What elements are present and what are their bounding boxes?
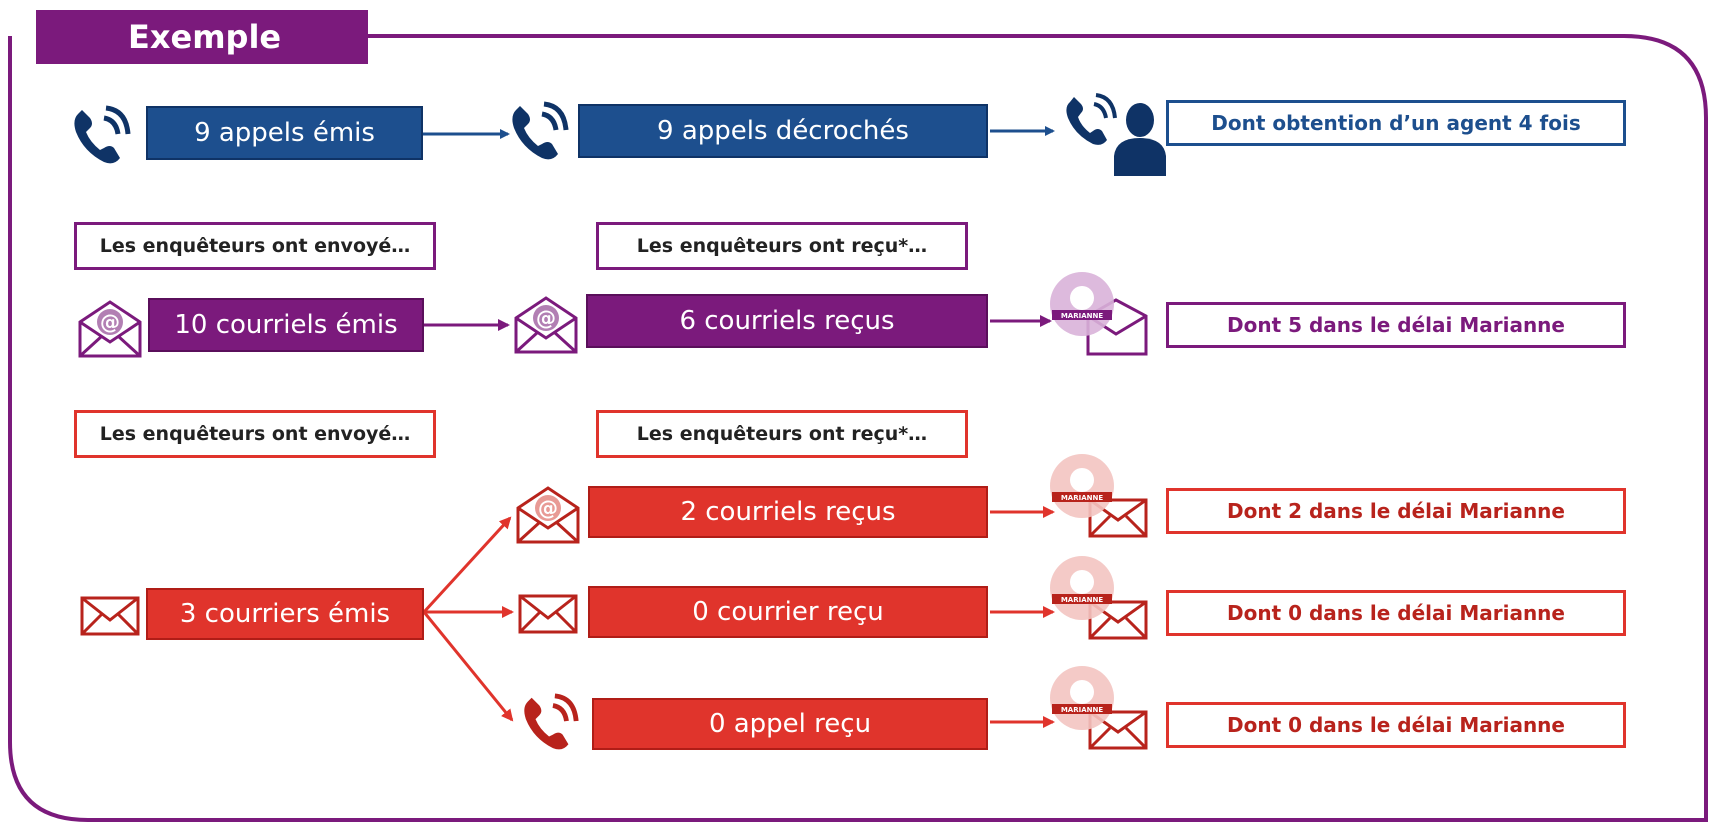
phone-icon [512,101,569,160]
arrow-mail-branch-1 [422,516,512,614]
svg-text:MARIANNE: MARIANNE [1061,312,1104,320]
arrow-mail-branch-3 [422,611,514,722]
label-received: Les enquêteurs ont reçu*… [596,222,968,270]
emails-received-box: 6 courriels reçus [586,294,988,348]
email-at-icon: @ [78,300,142,358]
label-sent: Les enquêteurs ont envoyé… [74,410,436,458]
agent-result-box: Dont obtention d’un agent 4 fois [1166,100,1626,146]
phone-icon [524,693,579,750]
svg-text:MARIANNE: MARIANNE [1061,596,1104,604]
envelope-icon [80,596,140,636]
title-tab: Exemple [36,10,368,64]
branch-received-box: 0 courrier reçu [588,586,988,638]
mail-emitted-box: 3 courriers émis [146,588,424,640]
branch-result-box: Dont 0 dans le délai Marianne [1166,702,1626,748]
label-sent: Les enquêteurs ont envoyé… [74,222,436,270]
svg-text:@: @ [100,310,120,334]
branch-result-box: Dont 0 dans le délai Marianne [1166,590,1626,636]
email-result-box: Dont 5 dans le délai Marianne [1166,302,1626,348]
marianne-seal-icon: MARIANNE [1050,272,1148,356]
svg-text:@: @ [536,306,556,330]
marianne-seal-icon: MARIANNE [1050,666,1148,750]
calls-emitted-box: 9 appels émis [146,106,423,160]
svg-text:@: @ [538,496,558,520]
phone-agent-icon [1066,93,1166,176]
phone-icon [74,105,131,164]
branch-received-box: 2 courriels reçus [588,486,988,538]
marianne-seal-icon: MARIANNE [1050,556,1148,640]
emails-emitted-box: 10 courriels émis [148,298,424,352]
label-received: Les enquêteurs ont reçu*… [596,410,968,458]
branch-result-box: Dont 2 dans le délai Marianne [1166,488,1626,534]
svg-text:MARIANNE: MARIANNE [1061,494,1104,502]
marianne-seal-icon: MARIANNE [1050,454,1148,538]
svg-text:MARIANNE: MARIANNE [1061,706,1104,714]
calls-answered-box: 9 appels décrochés [578,104,988,158]
email-at-icon: @ [514,296,578,354]
branch-received-box: 0 appel reçu [592,698,988,750]
email-at-icon: @ [516,486,580,544]
envelope-icon [518,594,578,634]
